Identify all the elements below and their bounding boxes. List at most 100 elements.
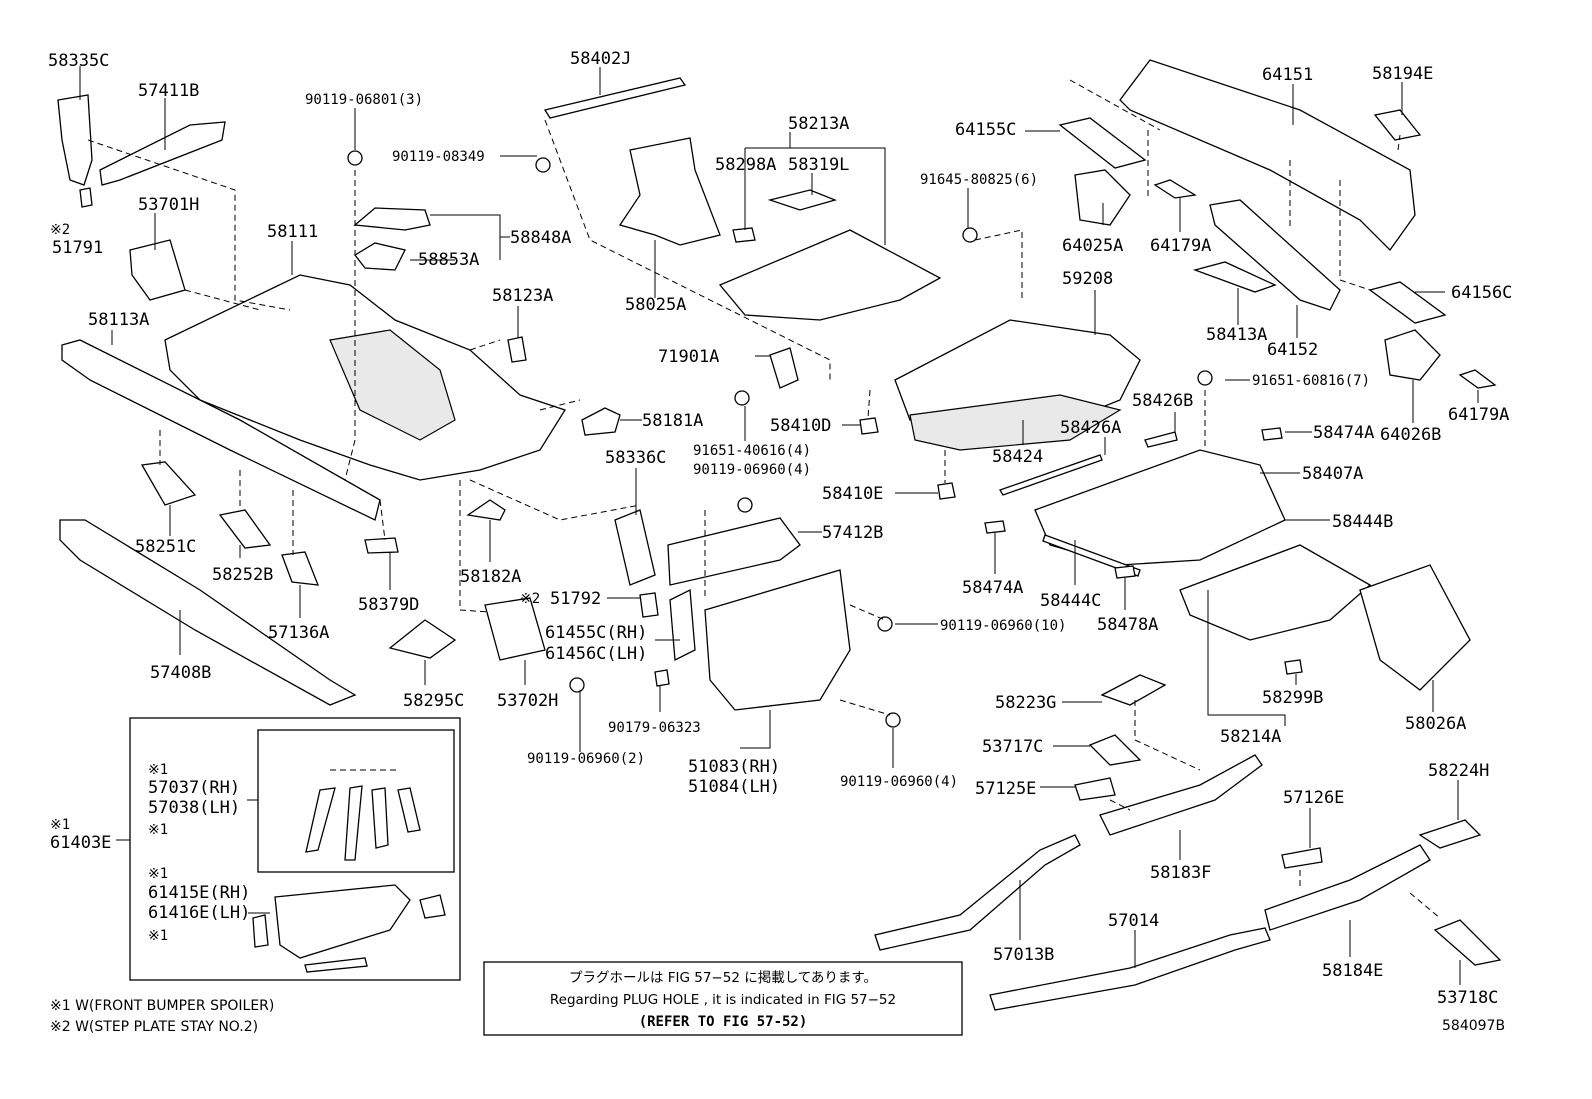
part-61415E-cover [274,884,411,959]
label-51792: 51792 [550,589,601,609]
part-58426A [999,454,1103,496]
part-58319L [767,189,838,211]
label-64156C: 64156C [1451,283,1512,303]
label-57038: 57038(LH) [148,798,240,818]
part-58424 [909,394,1122,451]
bolt-91645-80825 [962,227,978,243]
part-53702H [484,597,546,661]
label-58026A: 58026A [1405,714,1466,734]
part-58183F [1099,754,1263,836]
label-58298A: 58298A [715,155,776,175]
part-58444C [1042,534,1141,577]
label-57126E: 57126E [1283,788,1344,808]
marker-61416E-bot: ※1 [148,928,168,944]
part-58848A [353,207,431,231]
label-61456C: 61456C(LH) [545,644,647,664]
label-90119-06960-4a: 90119-06960(4) [693,462,811,478]
figure-id: 584097B [1442,1018,1505,1034]
part-labels: 58335C 57411B 90119-06801(3) 58402J 9011… [48,49,1512,1008]
part-61415E-clip-a [252,914,269,948]
label-57014: 57014 [1108,911,1159,931]
label-58474A-top: 58474A [1313,423,1374,443]
part-58252B [218,509,272,549]
marker-57037-top: ※1 [148,762,168,778]
part-64156C [1368,281,1447,324]
part-51083 [704,569,851,711]
label-58213A: 58213A [788,114,849,134]
label-58424: 58424 [992,447,1043,467]
label-57013B: 57013B [993,945,1054,965]
part-71901A [769,347,799,389]
marker-57038-bot: ※1 [148,822,168,838]
part-58299B [1284,659,1303,675]
bolt-90119-06960-4b [885,712,901,728]
part-58026A [1359,564,1471,691]
part-57408B [59,519,357,706]
note-line-ref: (REFER TO FIG 57-52) [639,1014,808,1030]
label-57408B: 57408B [150,663,211,683]
part-57014 [989,927,1271,1011]
label-61415E: 61415E(RH) [148,883,250,903]
label-58025A: 58025A [625,295,686,315]
label-91645-80825: 91645-80825(6) [920,172,1038,188]
note-box [483,961,963,1036]
label-90119-06960-2: 90119-06960(2) [527,751,645,767]
part-58298A [732,227,756,243]
part-57412B [667,517,801,586]
part-51791 [79,187,93,208]
part-61455C [669,588,696,662]
part-58194E [1373,109,1422,141]
leader-lines [79,66,1479,985]
part-64179A-top [1153,179,1197,199]
bolt-90119-06960-4a [737,497,753,513]
label-64025A: 64025A [1062,236,1123,256]
label-58123A: 58123A [492,286,553,306]
label-58426B: 58426B [1132,391,1193,411]
label-53717C: 53717C [982,737,1043,757]
part-57125E [1074,777,1116,801]
label-64179A-bot: 64179A [1448,405,1509,425]
label-58379D: 58379D [358,595,419,615]
label-90119-06801: 90119-06801(3) [305,92,423,108]
label-57037: 57037(RH) [148,778,240,798]
part-64152 [1209,199,1341,311]
part-58410E [937,482,956,500]
part-58181A [581,407,621,436]
label-90119-08349: 90119-08349 [392,149,485,165]
part-58184E [1264,844,1431,931]
label-58252B: 58252B [212,565,273,585]
dashed-lines [87,79,1441,919]
label-57411B: 57411B [138,81,199,101]
part-58336C [614,509,656,586]
part-shapes [57,59,1502,1011]
part-58413A [1192,261,1277,293]
part-58474A-top [1261,427,1283,441]
footnote-1: ※1 W(FRONT BUMPER SPOILER) [50,998,274,1014]
part-57126E [1281,847,1323,869]
part-53718C [1433,919,1502,966]
label-64151: 64151 [1262,65,1313,85]
label-58444B: 58444B [1332,512,1393,532]
part-58182A [466,499,506,521]
bolt-90119-06801 [347,150,363,166]
bolt-91651-40616 [734,390,750,406]
label-58410D: 58410D [770,416,831,436]
part-64179A-bot [1458,369,1497,389]
part-61415E-strip [304,957,368,973]
marker-51791: ※2 [50,222,70,238]
label-58848A: 58848A [510,228,571,248]
part-51792 [639,592,659,618]
part-53717C [1088,734,1142,766]
label-61455C: 61455C(RH) [545,623,647,643]
part-58295C [388,619,457,659]
part-58335C [57,94,93,186]
label-53718C: 53718C [1437,988,1498,1008]
part-58426B [1144,431,1178,448]
part-58251C [140,461,197,506]
marker-51792: ※2 [520,591,540,607]
part-61415E-clip-b [419,894,446,919]
label-58478A: 58478A [1097,615,1158,635]
label-58295C: 58295C [403,691,464,711]
label-58184E: 58184E [1322,961,1383,981]
part-90179-06323 [654,669,670,687]
